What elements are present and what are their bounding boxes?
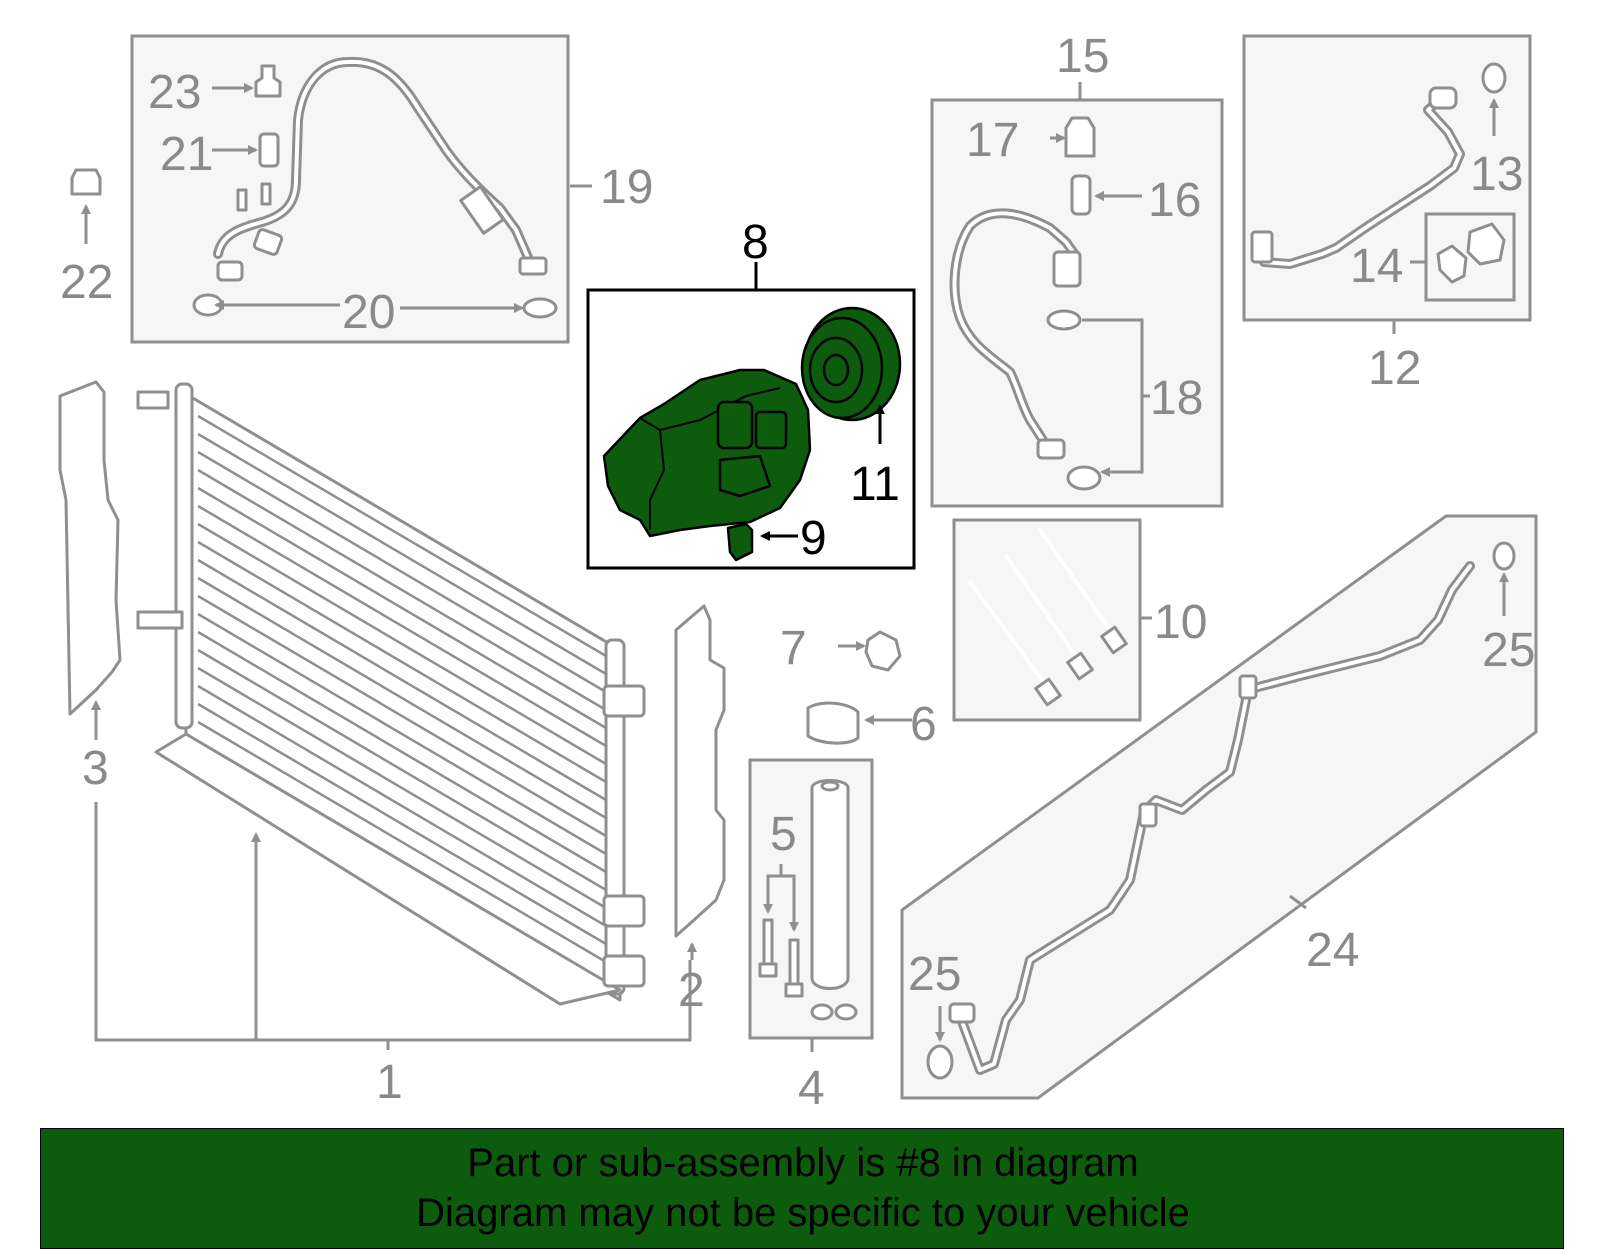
callout-8[interactable]: 8 <box>742 216 769 269</box>
box-15-suction-line[interactable] <box>930 98 1224 508</box>
part-9-connector[interactable] <box>726 522 754 562</box>
callout-25-bottom[interactable]: 25 <box>908 948 961 1001</box>
box-24-line-assembly[interactable] <box>900 514 1538 1100</box>
callout-11[interactable]: 11 <box>850 458 900 511</box>
callout-10[interactable]: 10 <box>1154 596 1207 649</box>
callout-16[interactable]: 16 <box>1148 174 1201 227</box>
callout-14[interactable]: 14 <box>1350 240 1403 293</box>
callout-9[interactable]: 9 <box>800 512 827 565</box>
callout-12[interactable]: 12 <box>1368 342 1421 395</box>
box-10-bolts[interactable] <box>952 518 1142 722</box>
callout-4[interactable]: 4 <box>798 1062 825 1115</box>
box-12-liquid-line[interactable] <box>1242 34 1532 322</box>
callout-7[interactable]: 7 <box>780 622 807 675</box>
callout-1[interactable]: 1 <box>376 1056 403 1109</box>
part-3-side-seal[interactable] <box>58 380 122 740</box>
part-1-condenser[interactable] <box>136 382 646 1006</box>
callout-6[interactable]: 6 <box>910 698 937 751</box>
condenser-fins <box>197 414 607 964</box>
callout-24[interactable]: 24 <box>1306 924 1359 977</box>
part-6-bracket[interactable] <box>806 701 912 745</box>
callout-15[interactable]: 15 <box>1056 30 1109 83</box>
callout-21[interactable]: 21 <box>160 128 213 181</box>
banner-line-1: Part or sub-assembly is #8 in diagram <box>467 1141 1139 1185</box>
part-11-pulley[interactable] <box>800 306 902 422</box>
callout-18[interactable]: 18 <box>1150 372 1203 425</box>
box-4-receiver-drier[interactable] <box>748 758 874 1040</box>
part-2-side-seal[interactable] <box>674 604 726 960</box>
callout-3[interactable]: 3 <box>82 742 109 795</box>
callout-20[interactable]: 20 <box>342 286 395 339</box>
callout-5[interactable]: 5 <box>770 808 797 861</box>
callout-23[interactable]: 23 <box>148 66 201 119</box>
box-19-hose-assembly[interactable] <box>130 34 570 344</box>
callout-19[interactable]: 19 <box>600 161 653 214</box>
box-8-compressor[interactable] <box>586 288 916 570</box>
part-7-bolt[interactable] <box>838 630 902 672</box>
callout-13[interactable]: 13 <box>1470 148 1523 201</box>
callout-22[interactable]: 22 <box>60 256 113 309</box>
banner-line-2: Diagram may not be specific to your vehi… <box>416 1191 1190 1235</box>
info-banner: Part or sub-assembly is #8 in diagram Di… <box>40 1128 1564 1249</box>
callout-2[interactable]: 2 <box>678 964 705 1017</box>
callout-25-top[interactable]: 25 <box>1482 624 1535 677</box>
callout-17[interactable]: 17 <box>966 114 1019 167</box>
part-22-cap[interactable] <box>70 168 102 244</box>
